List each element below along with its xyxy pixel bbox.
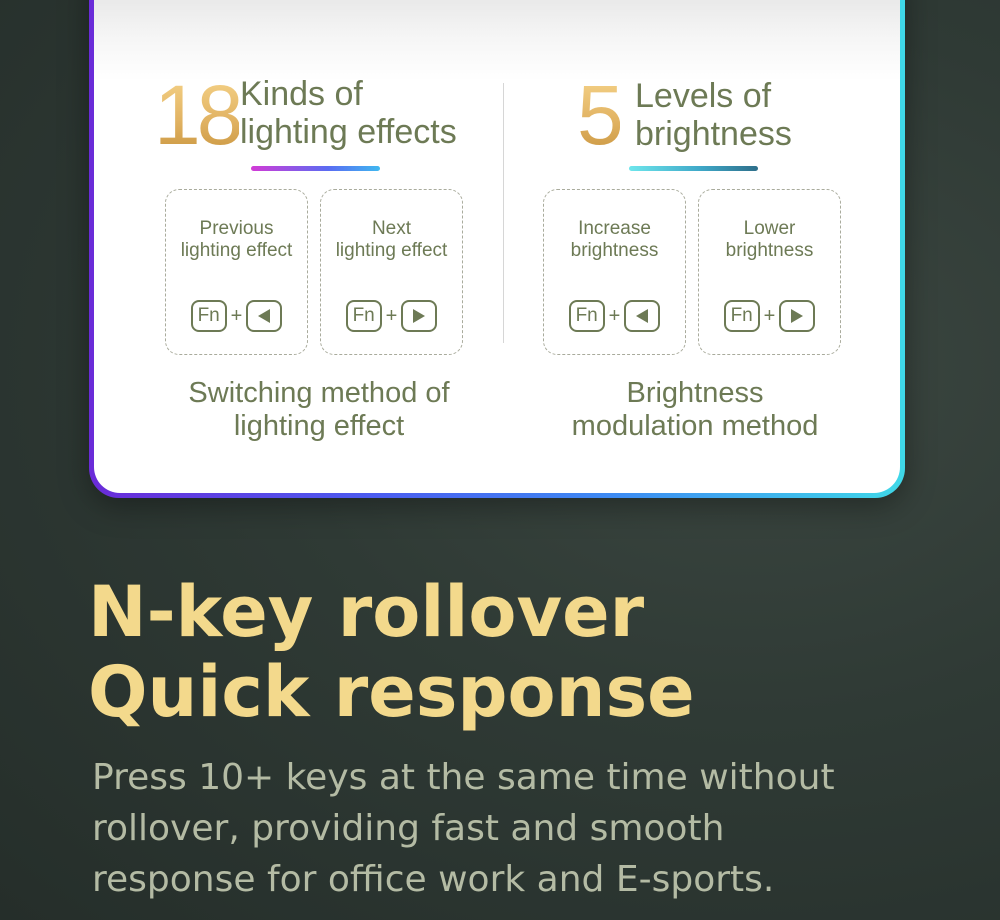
key-label-line1: Previous (199, 218, 274, 239)
hero-line2: Quick response (88, 651, 695, 733)
left-arrow-key (246, 300, 283, 332)
key-label-line1: Lower (743, 218, 796, 239)
plus-sign: + (763, 304, 776, 327)
key-combo: Fn + (699, 300, 840, 332)
right-arrow-icon (413, 309, 426, 323)
right-arrow-key (779, 300, 816, 332)
plus-sign: + (385, 304, 398, 327)
key-combo: Fn + (544, 300, 685, 332)
section-divider (503, 83, 504, 343)
feature-card-frame: 18 Kinds of lighting effects Previous li… (89, 0, 905, 498)
key-combo: Fn + (321, 300, 462, 332)
lower-brightness-label: Lower brightness (699, 218, 840, 262)
fn-key: Fn (568, 300, 605, 332)
brightness-count: 5 (577, 68, 624, 162)
increase-brightness-box: Increase brightness Fn + (543, 189, 686, 355)
key-label-line1: Increase (578, 218, 651, 239)
next-lighting-effect-label: Next lighting effect (321, 218, 462, 262)
description-line2: rollover, providing fast and smooth (92, 808, 725, 849)
fn-key: Fn (190, 300, 227, 332)
lighting-caption: Switching method of lighting effect (134, 377, 504, 443)
feature-card: 18 Kinds of lighting effects Previous li… (94, 0, 900, 493)
brightness-heading: Levels of brightness (635, 77, 792, 153)
left-arrow-key (624, 300, 661, 332)
key-label-line1: Next (371, 218, 412, 239)
key-combo: Fn + (166, 300, 307, 332)
lighting-count: 18 (154, 68, 243, 162)
plus-sign: + (608, 304, 621, 327)
lighting-caption-line1: Switching method of (188, 377, 450, 409)
left-arrow-icon (636, 309, 649, 323)
right-arrow-key (401, 300, 438, 332)
lighting-caption-line2: lighting effect (233, 410, 405, 442)
fn-key: Fn (345, 300, 382, 332)
lighting-accent-bar (251, 166, 380, 171)
left-arrow-icon (258, 309, 271, 323)
increase-brightness-label: Increase brightness (544, 218, 685, 262)
plus-sign: + (230, 304, 243, 327)
fn-key: Fn (723, 300, 760, 332)
description-line1: Press 10+ keys at the same time without (92, 757, 835, 798)
brightness-heading-line1: Levels of (635, 77, 772, 115)
hero-heading: N-key rollover Quick response (88, 572, 695, 732)
lighting-heading: Kinds of lighting effects (240, 75, 457, 151)
key-label-line2: brightness (725, 240, 814, 261)
key-label-line2: lighting effect (180, 240, 293, 261)
lower-brightness-box: Lower brightness Fn + (698, 189, 841, 355)
brightness-accent-bar (629, 166, 758, 171)
lighting-heading-line2: lighting effects (240, 113, 457, 151)
brightness-caption: Brightness modulation method (514, 377, 876, 443)
hero-line1: N-key rollover (88, 571, 645, 653)
previous-lighting-effect-box: Previous lighting effect Fn + (165, 189, 308, 355)
key-label-line2: brightness (570, 240, 659, 261)
right-arrow-icon (791, 309, 804, 323)
key-label-line2: lighting effect (335, 240, 448, 261)
lighting-heading-line1: Kinds of (240, 75, 363, 113)
brightness-heading-line2: brightness (635, 115, 792, 153)
next-lighting-effect-box: Next lighting effect Fn + (320, 189, 463, 355)
feature-description: Press 10+ keys at the same time without … (92, 752, 952, 905)
brightness-caption-line2: modulation method (571, 410, 819, 442)
description-line3: response for office work and E-sports. (92, 859, 775, 900)
previous-lighting-effect-label: Previous lighting effect (166, 218, 307, 262)
brightness-caption-line1: Brightness (626, 377, 764, 409)
